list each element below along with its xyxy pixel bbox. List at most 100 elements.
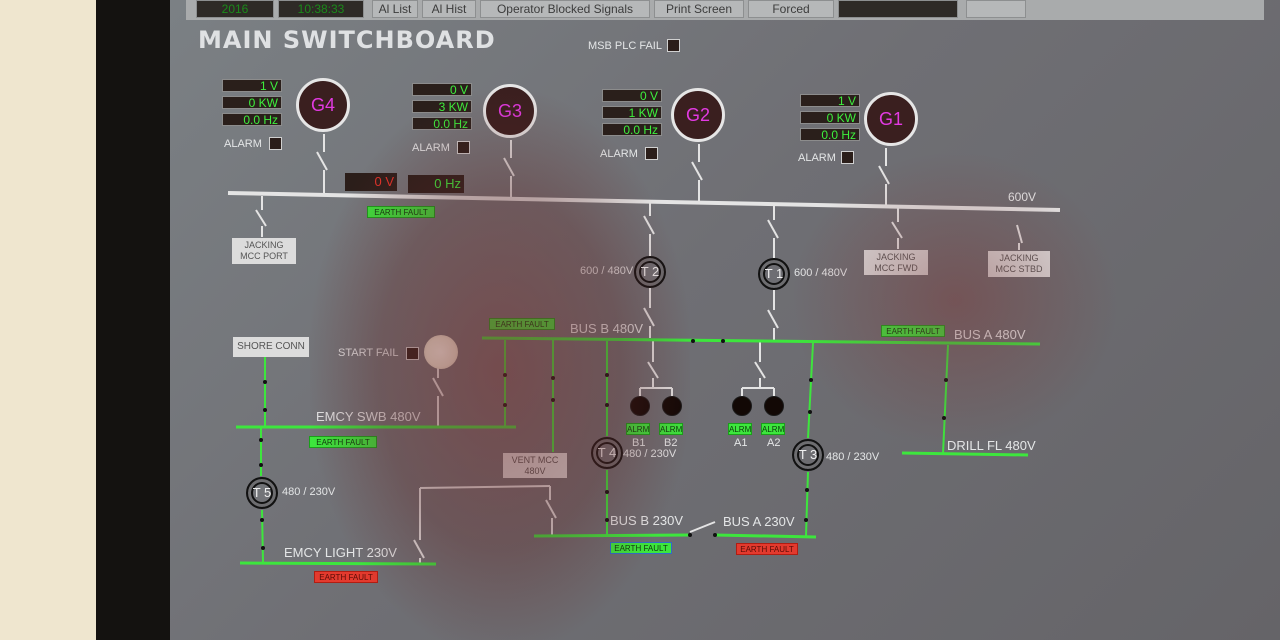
- jacking-mcc-port-line2: MCC PORT: [240, 251, 288, 261]
- transformer-t4[interactable]: T 4: [591, 437, 623, 469]
- g4-frequency: 0.0 Hz: [222, 113, 282, 127]
- bus600-label: 600V: [1008, 190, 1037, 204]
- jacking-mcc-stbd-box[interactable]: JACKING MCC STBD: [988, 251, 1050, 277]
- tab-al-list[interactable]: Al List: [372, 0, 418, 18]
- bus-a-230-label: BUS A 230V: [723, 514, 795, 529]
- jacking-stbd-breaker: [1016, 224, 1023, 244]
- bus-600v-lines: [227, 191, 1061, 212]
- motor-b2[interactable]: [662, 396, 682, 416]
- motor-a2[interactable]: [764, 396, 784, 416]
- generator-g4[interactable]: G4: [296, 78, 350, 132]
- vent-mcc-box[interactable]: VENT MCC 480V: [503, 453, 567, 478]
- g4-power: 0 KW: [222, 96, 282, 110]
- motor-b1-alarm: ALRM: [626, 423, 650, 435]
- motor-a2-label: A2: [767, 437, 781, 449]
- vent-mcc-line2: 480V: [524, 466, 546, 476]
- jacking-fwd-breaker: [891, 221, 903, 239]
- tab-operator-blocked-signals[interactable]: Operator Blocked Signals: [480, 0, 650, 18]
- transformer-t3[interactable]: T 3: [792, 439, 824, 471]
- shore-conn-box[interactable]: SHORE CONN: [233, 337, 309, 357]
- g1-frequency: 0.0 Hz: [800, 128, 860, 142]
- motor-a1[interactable]: [732, 396, 752, 416]
- emcy-gen-breaker: [432, 377, 444, 397]
- toolbar-button-blank[interactable]: [966, 0, 1026, 18]
- earth-fault-600v: EARTH FAULT: [367, 206, 435, 218]
- motor-a1-alarm: ALRM: [728, 423, 752, 435]
- transformer-t1[interactable]: T 1: [758, 258, 790, 290]
- emcy-light-breaker: [413, 539, 425, 559]
- tab-forced[interactable]: Forced: [748, 0, 834, 18]
- g2-frequency: 0.0 Hz: [602, 123, 662, 137]
- g3-alarm-indicator: [457, 141, 470, 154]
- bus-drill-fl: [901, 451, 1029, 457]
- bus-b-230-label: BUS B 230V: [610, 513, 683, 528]
- g2-alarm-indicator: [645, 147, 658, 160]
- g4-alarm-label: ALARM: [224, 138, 262, 150]
- motor-b2-alarm: ALRM: [659, 423, 683, 435]
- drill-fl-label: DRILL FL 480V: [947, 438, 1036, 453]
- g1-voltage: 1 V: [800, 94, 860, 108]
- date-display: 2016: [196, 0, 274, 18]
- t1-lower-breaker: [767, 309, 779, 329]
- vent-link-top: [419, 485, 551, 489]
- msb-plc-fail-label: MSB PLC FAIL: [588, 40, 662, 52]
- earth-fault-bus-b-480: EARTH FAULT: [489, 318, 555, 330]
- g3-breaker: [503, 157, 515, 177]
- bus-a-480-label: BUS A 480V: [954, 327, 1026, 342]
- t2-upper-breaker: [643, 215, 655, 235]
- g3-voltage: 0 V: [412, 83, 472, 97]
- jacking-mcc-stbd-line1: JACKING: [999, 253, 1039, 263]
- t5-ratio: 480 / 230V: [282, 486, 336, 498]
- tab-print-screen[interactable]: Print Screen: [654, 0, 744, 18]
- bus-b-480-label: BUS B 480V: [570, 321, 643, 336]
- bus-600v: [227, 191, 1061, 212]
- bus-emcy-light: [239, 561, 437, 566]
- t3-lower-drop: [805, 471, 809, 537]
- hmi-screen: 2016 10:38:33 Al List Al Hist Operator B…: [170, 0, 1280, 640]
- g4-alarm-indicator: [269, 137, 282, 150]
- bus600-frequency-readout: 0 Hz: [408, 175, 464, 193]
- bus600-voltage-readout: 0 V: [345, 173, 397, 191]
- jacking-mcc-port-line1: JACKING: [244, 240, 284, 250]
- t2-ratio: 600 / 480V: [580, 265, 634, 277]
- emcy-swb-label: EMCY SWB 480V: [316, 409, 421, 424]
- g4-voltage: 1 V: [222, 79, 282, 93]
- drill-fl-drop: [942, 344, 949, 455]
- t5-lower-drop: [261, 509, 264, 564]
- motor-a1-label: A1: [734, 437, 748, 449]
- generator-g1[interactable]: G1: [864, 92, 918, 146]
- vent-link-breaker: [545, 499, 557, 519]
- t1-upper-breaker: [767, 219, 779, 239]
- status-field: [838, 0, 958, 18]
- bus-a-230: [714, 533, 817, 539]
- generator-g3[interactable]: G3: [483, 84, 537, 138]
- g2-alarm-label: ALARM: [600, 148, 638, 160]
- generator-g2[interactable]: G2: [671, 88, 725, 142]
- time-display: 10:38:33: [278, 0, 364, 18]
- emergency-generator-lamp[interactable]: [424, 335, 458, 369]
- t2-lower-breaker: [643, 307, 655, 327]
- start-fail-indicator: [406, 347, 419, 360]
- g1-alarm-indicator: [841, 151, 854, 164]
- jacking-mcc-port-box[interactable]: JACKING MCC PORT: [232, 238, 296, 264]
- transformer-t2[interactable]: T 2: [634, 256, 666, 288]
- earth-fault-emcy-light: EARTH FAULT: [314, 571, 378, 583]
- g2-voltage: 0 V: [602, 89, 662, 103]
- start-fail-label: START FAIL: [338, 347, 399, 359]
- g4-breaker: [316, 151, 328, 171]
- earth-fault-bus-a-480: EARTH FAULT: [881, 325, 945, 337]
- g3-alarm-label: ALARM: [412, 142, 450, 154]
- emcy-light-label: EMCY LIGHT 230V: [284, 545, 397, 560]
- jacking-mcc-fwd-line2: MCC FWD: [874, 263, 918, 273]
- g2-breaker: [691, 161, 703, 181]
- g2-power: 1 KW: [602, 106, 662, 120]
- transformer-t5[interactable]: T 5: [246, 477, 278, 509]
- jacking-mcc-fwd-box[interactable]: JACKING MCC FWD: [864, 250, 928, 275]
- g1-alarm-label: ALARM: [798, 152, 836, 164]
- page-title: MAIN SWITCHBOARD: [198, 26, 496, 54]
- tab-al-hist[interactable]: Al Hist: [422, 0, 476, 18]
- earth-fault-bus-b-230: EARTH FAULT: [610, 542, 672, 554]
- motor-b1[interactable]: [630, 396, 650, 416]
- jacking-mcc-fwd-line1: JACKING: [876, 252, 916, 262]
- earth-fault-emcy-swb: EARTH FAULT: [309, 436, 377, 448]
